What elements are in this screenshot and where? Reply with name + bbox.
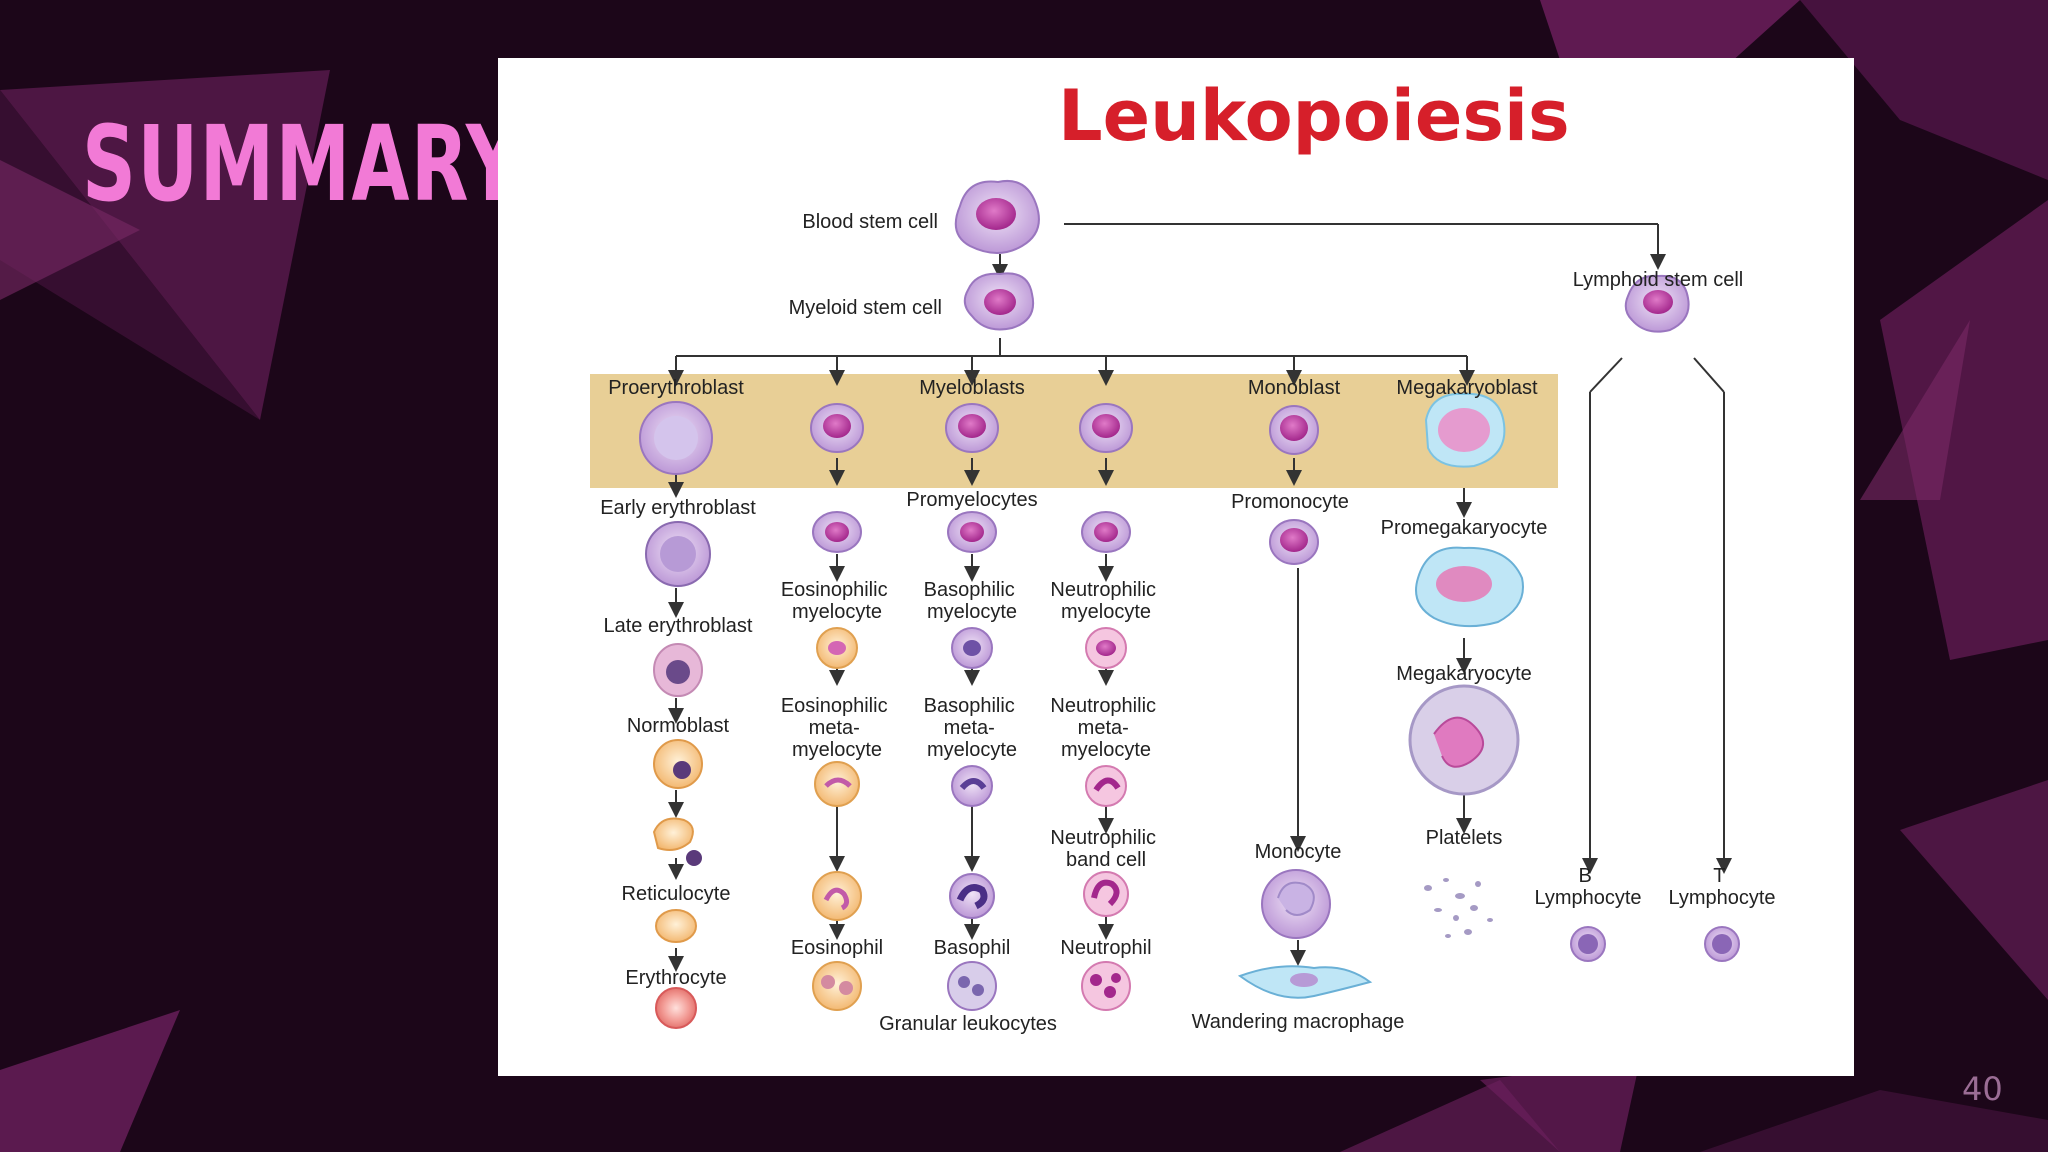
- label-reticulocyte: Reticulocyte: [622, 883, 731, 905]
- label-late-erythroblast: Late erythroblast: [604, 615, 753, 637]
- cell-basophil-precursor: [949, 873, 995, 919]
- label-basophilic-myelocyte: Basophilic myelocyte: [924, 579, 1021, 623]
- label-t-lymphocyte: T Lymphocyte: [1668, 865, 1775, 909]
- cell-basophilic-metamyelocyte: [951, 765, 993, 807]
- cell-late-erythroblast: [653, 643, 703, 697]
- cell-myeloblast-2: [945, 403, 999, 453]
- cell-blood-stem: [954, 180, 1040, 254]
- cell-monoblast: [1269, 405, 1319, 455]
- label-eosinophilic-myelocyte: Eosinophilic myelocyte: [781, 579, 893, 623]
- label-neutrophilic-myelocyte: Neutrophilic myelocyte: [1050, 579, 1161, 623]
- label-lymphoid-stem-cell: Lymphoid stem cell: [1573, 269, 1743, 291]
- cell-normoblast: [653, 739, 703, 789]
- cell-promegakaryocyte: [1415, 546, 1524, 628]
- label-wandering-macrophage: Wandering macrophage: [1192, 1011, 1405, 1033]
- label-neutrophil: Neutrophil: [1060, 937, 1151, 959]
- label-normoblast: Normoblast: [627, 715, 730, 737]
- cell-basophil: [947, 961, 997, 1011]
- cell-promonocyte: [1269, 519, 1319, 565]
- cell-megakaryocyte: [1408, 684, 1520, 796]
- label-early-erythroblast: Early erythroblast: [600, 497, 756, 519]
- diagram-labels: Blood stem cell Myeloid stem cell Lympho…: [600, 211, 1775, 1035]
- cell-neutrophilic-metamyelocyte: [1085, 765, 1127, 807]
- cell-neutrophil: [1081, 961, 1131, 1011]
- cell-nucleus-extrusion: [652, 817, 702, 866]
- cell-myeloblast-3: [1079, 403, 1133, 453]
- cell-b-lymphocyte: [1570, 926, 1606, 962]
- connector-lines: [668, 223, 1732, 972]
- cell-lymphoid-stem: [1624, 274, 1690, 333]
- cell-eosinophil: [812, 961, 862, 1011]
- cell-neutrophilic-band: [1083, 871, 1129, 917]
- label-promyelocytes: Promyelocytes: [906, 489, 1037, 511]
- blast-band: [590, 374, 1558, 488]
- page-number: 40: [1962, 1070, 2003, 1108]
- cell-erythrocyte: [655, 987, 697, 1029]
- cell-neutrophilic-myelocyte: [1085, 627, 1127, 669]
- cell-monocyte: [1261, 869, 1331, 939]
- platelets: [1424, 878, 1493, 938]
- label-basophil: Basophil: [934, 937, 1011, 959]
- label-proerythroblast: Proerythroblast: [608, 377, 744, 399]
- diagram-title: Leukopoiesis: [1058, 75, 1570, 157]
- label-granular-leukocytes: Granular leukocytes: [879, 1013, 1057, 1035]
- slide-title: SUMMARY: [82, 103, 522, 225]
- cell-wandering-macrophage: [1237, 965, 1373, 999]
- label-myeloblasts: Myeloblasts: [919, 377, 1025, 399]
- label-platelets: Platelets: [1426, 827, 1503, 849]
- label-monoblast: Monoblast: [1248, 377, 1341, 399]
- label-megakaryocyte: Megakaryocyte: [1396, 663, 1532, 685]
- label-myeloid-stem-cell: Myeloid stem cell: [789, 297, 942, 319]
- cell-eosinophilic-myelocyte: [816, 627, 858, 669]
- cell-eosinophil-precursor: [812, 871, 862, 921]
- cell-basophilic-myelocyte: [951, 627, 993, 669]
- cell-proerythroblast: [639, 401, 713, 475]
- cell-megakaryoblast: [1424, 392, 1506, 468]
- cell-eosinophilic-metamyelocyte: [814, 761, 860, 807]
- cell-myeloblast-1: [810, 403, 864, 453]
- label-basophilic-metamyelocyte: Basophilic meta- myelocyte: [924, 695, 1021, 761]
- label-promonocyte: Promonocyte: [1231, 491, 1349, 513]
- label-erythrocyte: Erythrocyte: [625, 967, 726, 989]
- label-megakaryoblast: Megakaryoblast: [1396, 377, 1538, 399]
- cell-promyelocyte-3: [1081, 511, 1131, 553]
- label-promegakaryocyte: Promegakaryocyte: [1381, 517, 1548, 539]
- label-eosinophil: Eosinophil: [791, 937, 883, 959]
- cell-promyelocyte-1: [812, 511, 862, 553]
- cell-myeloid-stem: [963, 272, 1034, 331]
- label-blood-stem-cell: Blood stem cell: [802, 211, 938, 233]
- label-b-lymphocyte: B Lymphocyte: [1534, 865, 1641, 909]
- label-neutrophilic-band-cell: Neutrophilic band cell: [1050, 827, 1161, 871]
- label-monocyte: Monocyte: [1255, 841, 1342, 863]
- label-eosinophilic-metamyelocyte: Eosinophilic meta- myelocyte: [781, 695, 893, 761]
- diagram-panel: Blood stem cell Myeloid stem cell Lympho…: [498, 58, 1854, 1076]
- label-neutrophilic-metamyelocyte: Neutrophilic meta- myelocyte: [1050, 695, 1161, 761]
- leukopoiesis-diagram: Blood stem cell Myeloid stem cell Lympho…: [590, 180, 1776, 1035]
- cell-early-erythroblast: [645, 521, 711, 587]
- cell-promyelocyte-2: [947, 511, 997, 553]
- cell-t-lymphocyte: [1704, 926, 1740, 962]
- cell-reticulocyte: [655, 909, 697, 943]
